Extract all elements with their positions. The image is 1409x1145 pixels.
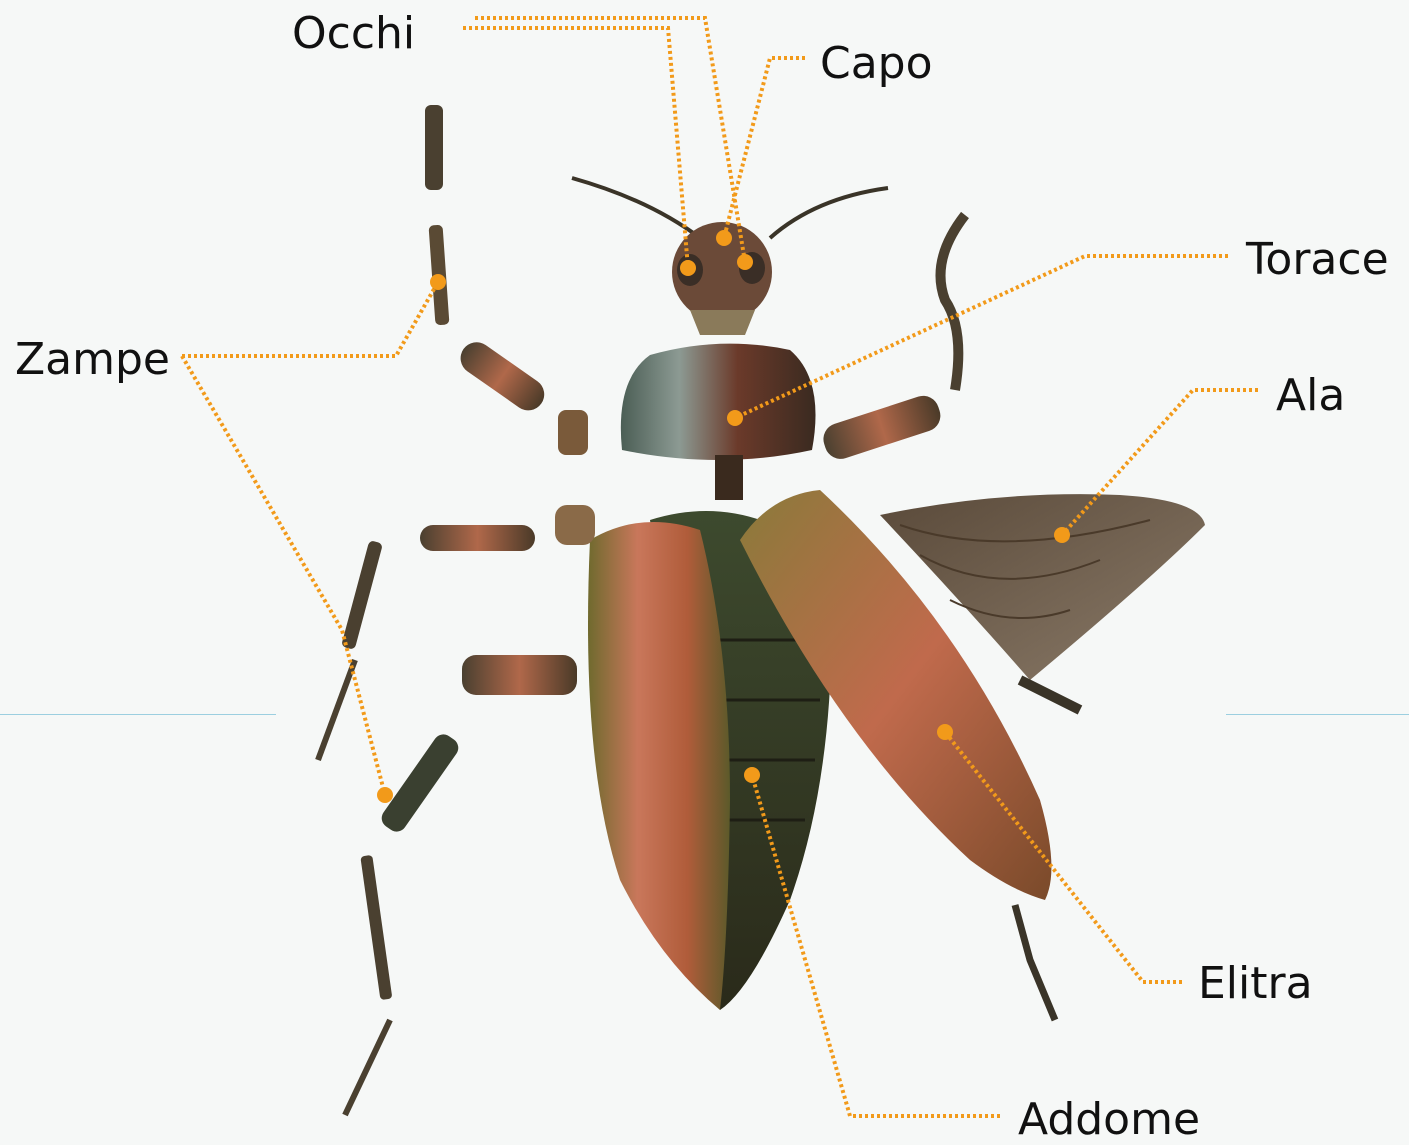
label-zampe: Zampe bbox=[15, 338, 170, 382]
leader-ala bbox=[1062, 390, 1258, 535]
dot-occhi-left bbox=[680, 260, 696, 276]
label-ala: Ala bbox=[1276, 374, 1345, 418]
dot-ala bbox=[1054, 527, 1070, 543]
leader-occhi-right bbox=[475, 18, 745, 262]
label-addome: Addome bbox=[1018, 1098, 1200, 1142]
label-capo: Capo bbox=[820, 42, 933, 86]
leader-torace bbox=[735, 256, 1228, 418]
dot-occhi-right bbox=[737, 254, 753, 270]
leader-zampe-top bbox=[182, 282, 438, 356]
dot-elitra bbox=[937, 724, 953, 740]
leader-elitra bbox=[945, 732, 1182, 982]
dot-zampe-top bbox=[430, 274, 446, 290]
label-occhi: Occhi bbox=[292, 12, 415, 56]
dot-zampe-bottom bbox=[377, 787, 393, 803]
dot-capo bbox=[716, 230, 732, 246]
label-torace: Torace bbox=[1246, 238, 1389, 282]
leader-occhi-left bbox=[463, 28, 688, 268]
label-elitra: Elitra bbox=[1198, 962, 1313, 1006]
leader-addome bbox=[752, 775, 1000, 1116]
leader-capo bbox=[724, 58, 805, 238]
leader-zampe-bottom bbox=[182, 356, 385, 795]
dot-addome bbox=[744, 767, 760, 783]
dot-torace bbox=[727, 410, 743, 426]
